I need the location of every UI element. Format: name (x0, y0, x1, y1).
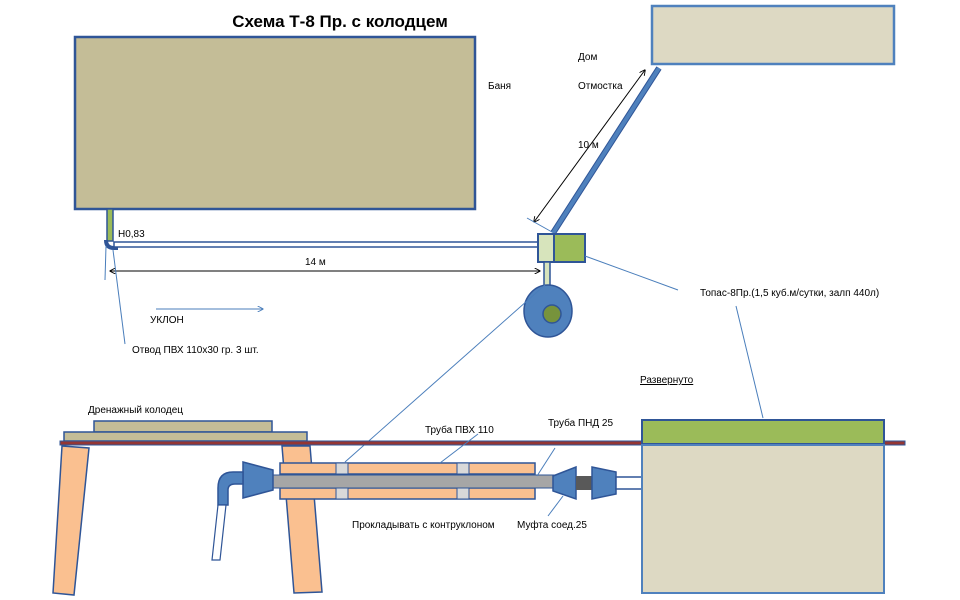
elbow-label: Отвод ПВХ 110х30 гр. 3 шт. (132, 345, 259, 356)
dimension-14m-label: 14 м (305, 257, 326, 268)
elbow-leader-line (112, 249, 126, 345)
elbow-fitting (104, 239, 118, 250)
septic-tank-body (641, 444, 885, 594)
coupling-label: Муфта соед.25 (517, 519, 587, 531)
topas-label: Топас-8Пр.(1,5 куб.м/сутки, залп 440л) (700, 287, 879, 299)
height-label: Н0,83 (118, 229, 145, 240)
ground-line (59, 440, 906, 446)
dimension-tick (526, 217, 553, 233)
septic-inlet-chamber (537, 233, 555, 263)
hdpe-leader-line (536, 447, 556, 477)
dimension-tick-left (104, 245, 107, 281)
slope-label: УКЛОН (150, 315, 184, 326)
unfolded-label: Развернуто (640, 375, 694, 386)
hdpe-pipe (271, 474, 556, 489)
septic-inlet-stub (615, 476, 643, 490)
coupling-leader-line (547, 495, 564, 517)
dimension-10m-label: 10 м (578, 140, 599, 151)
topas-leader-line (584, 255, 679, 291)
horizontal-pipe (113, 241, 539, 248)
septic-main-chamber (553, 233, 586, 263)
drain-well-lid (63, 431, 308, 442)
sleeve-joint (456, 487, 470, 500)
hdpe-pipe-label: Труба ПНД 25 (548, 417, 613, 429)
coupling-left-half (552, 465, 577, 501)
pvc-sleeve-bottom (279, 487, 536, 500)
outlet-riser (106, 208, 114, 242)
coupling-right-half (591, 466, 617, 500)
house-block (650, 4, 896, 66)
bathhouse-label: Баня (488, 81, 511, 92)
pvc-sleeve-top (279, 462, 536, 475)
topas-leader-line-2 (735, 305, 764, 419)
drain-well-lid-top (93, 420, 273, 433)
septic-lid (641, 419, 885, 445)
drain-well-center (542, 304, 562, 324)
pvc-leader-line (439, 433, 479, 464)
sleeve-joint (335, 487, 349, 500)
outlet-stream (211, 504, 227, 561)
pvc-pipe-label: Труба ПВХ 110 (425, 424, 494, 436)
drain-well-label: Дренажный колодец (88, 405, 183, 416)
left-coupling (242, 461, 274, 499)
outlet-elbow (217, 471, 244, 506)
bathhouse-block (73, 35, 477, 211)
blind-area-label: Отмостка (578, 81, 623, 92)
sleeve-joint (456, 462, 470, 475)
diagram-title: Схема Т-8 Пр. с колодцем (232, 12, 448, 31)
sleeve-joint (335, 462, 349, 475)
coupling-nut (576, 476, 592, 490)
well-wall-left (52, 445, 90, 596)
house-pipe (551, 66, 661, 235)
house-label: Дом (578, 52, 597, 63)
dimension-10m-arrow (534, 70, 645, 222)
well-section-leader-line (344, 284, 546, 463)
counter-slope-label: Прокладывать с контруклоном (352, 520, 495, 531)
